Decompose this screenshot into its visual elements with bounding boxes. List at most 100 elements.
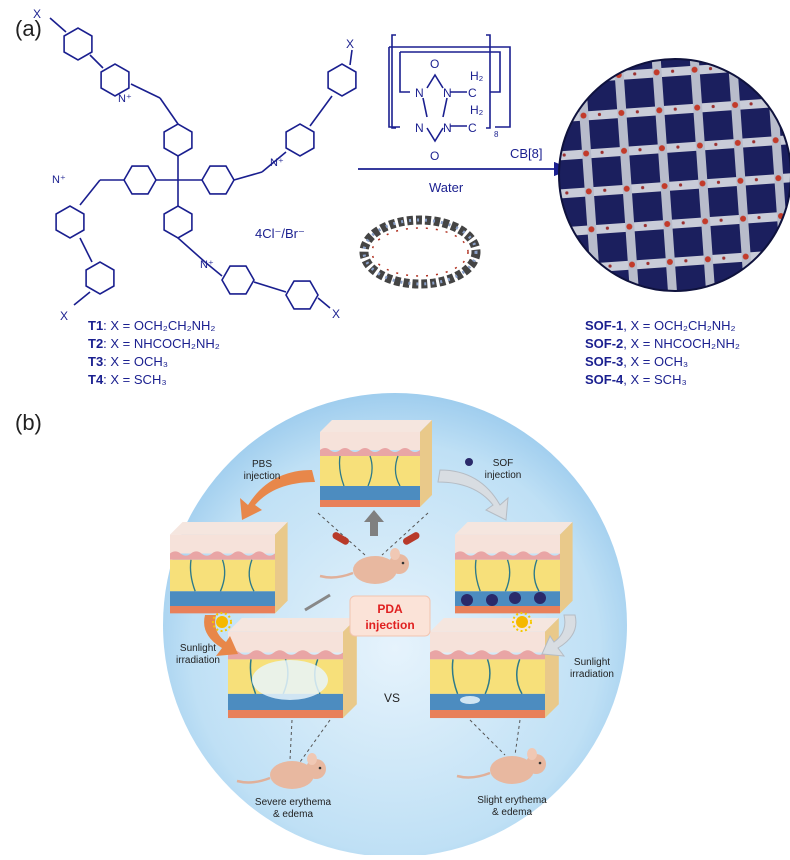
- sunlight-label-left: irradiation: [176, 655, 220, 666]
- reagent-label: CB[8]: [510, 146, 543, 161]
- bond: [253, 281, 287, 293]
- cb8-repeat-count: 8: [494, 130, 499, 139]
- bond: [89, 54, 104, 69]
- cb8-nitrogen: N: [443, 121, 452, 135]
- solvent-label: Water: [429, 180, 464, 195]
- cb8-methylene-h2: H₂: [470, 103, 484, 117]
- pbs-injection-label: injection: [244, 471, 281, 482]
- sun-icon: [512, 612, 532, 632]
- gray-arrow-sunlight: [541, 614, 577, 657]
- cb8-structure: O N N N N O C C H₂ H₂ 8: [388, 34, 511, 163]
- pyridinium-n-plus: N⁺: [270, 157, 284, 169]
- sunlight-label-right: irradiation: [570, 669, 614, 680]
- bond: [317, 297, 331, 309]
- sof-injection-label: injection: [485, 470, 522, 481]
- aromatic-ring: [221, 265, 255, 295]
- sun-icon: [212, 612, 232, 632]
- slight-erythema-label: Slight erythema: [477, 795, 547, 806]
- orange-arrow-sunlight: [204, 615, 238, 656]
- bond: [309, 95, 333, 127]
- cb8-carbon: C: [468, 121, 477, 135]
- aromatic-ring: [285, 280, 319, 310]
- pyridinium-n-plus: N⁺: [52, 174, 66, 186]
- aromatic-ring: [55, 205, 85, 239]
- bond: [159, 97, 179, 125]
- bond: [349, 49, 353, 66]
- bond: [49, 17, 67, 33]
- aromatic-ring: [285, 123, 315, 157]
- bond: [261, 151, 287, 173]
- aromatic-ring: [163, 205, 193, 239]
- monomer-t4: T4: X = SCH₃: [88, 372, 167, 387]
- x-substituent: X: [60, 309, 68, 323]
- pill-icon: [402, 532, 420, 545]
- skin-model-slight: [429, 617, 560, 719]
- aromatic-ring: [63, 27, 93, 61]
- cb8-oxygen-bottom: O: [430, 149, 439, 163]
- skin-model-pbs: [169, 521, 289, 615]
- sof-particle-icon: [465, 458, 473, 466]
- pyridinium-n-plus: N⁺: [200, 259, 214, 271]
- gray-arrow-sof: [437, 469, 509, 521]
- monomer-t1: T1: X = OCH₂CH₂NH₂: [88, 318, 215, 333]
- cb8-nitrogen: N: [415, 121, 424, 135]
- product-sof-1: SOF-1, X = OCH₂CH₂NH₂: [585, 318, 736, 333]
- orange-arrow-pbs: [240, 470, 315, 520]
- sunlight-label-left: Sunlight: [180, 643, 216, 654]
- cb8-nitrogen: N: [443, 86, 452, 100]
- product-list: SOF-1, X = OCH₂CH₂NH₂ SOF-2, X = NHCOCH₂…: [585, 318, 740, 387]
- monomer-t3: T3: X = OCH₃: [88, 354, 168, 369]
- sunlight-label-right: Sunlight: [574, 657, 610, 668]
- monomer-list: T1: X = OCH₂CH₂NH₂ T2: X = NHCOCH₂NH₂ T3…: [88, 318, 220, 387]
- pda-label: injection: [365, 618, 414, 632]
- cb8-3d-model: [359, 215, 481, 289]
- bond: [177, 237, 206, 263]
- x-substituent: X: [346, 37, 354, 51]
- skin-model-pda-center: [319, 419, 433, 508]
- bond: [204, 261, 223, 277]
- syringe-icon: [304, 593, 331, 612]
- aromatic-ring: [100, 63, 130, 97]
- pda-label: PDA: [377, 602, 403, 616]
- cb8-methylene-h2: H₂: [470, 69, 484, 83]
- aromatic-ring: [327, 63, 357, 97]
- counterion-label: 4Cl⁻/Br⁻: [255, 226, 305, 241]
- sof-injection-label: SOF: [493, 458, 514, 469]
- severe-erythema-label: & edema: [273, 809, 313, 820]
- aromatic-ring: [123, 165, 157, 195]
- bond: [233, 171, 263, 181]
- product-sof-3: SOF-3, X = OCH₃: [585, 354, 688, 369]
- x-substituent: X: [33, 7, 41, 21]
- sof-framework-image: [558, 58, 790, 292]
- panel-a-label: (a): [15, 16, 42, 41]
- x-substituent: X: [332, 307, 340, 321]
- product-sof-2: SOF-2, X = NHCOCH₂NH₂: [585, 336, 740, 351]
- panel-b-label: (b): [15, 410, 42, 435]
- product-sof-4: SOF-4, X = SCH₃: [585, 372, 687, 387]
- pda-injection-box: [349, 595, 431, 637]
- bond: [79, 179, 101, 206]
- gray-up-arrow: [364, 510, 384, 536]
- zoom-dashed-lines: [317, 512, 429, 556]
- bond: [130, 83, 161, 99]
- zoom-dashed-lines: [289, 719, 521, 763]
- monomer-t2: T2: X = NHCOCH₂NH₂: [88, 336, 220, 351]
- edema-overlay: [252, 660, 480, 704]
- severe-erythema-label: Severe erythema: [255, 797, 332, 808]
- cb8-nitrogen: N: [415, 86, 424, 100]
- pyridinium-n-plus: N⁺: [118, 93, 132, 105]
- cb8-oxygen-top: O: [430, 57, 439, 71]
- pill-icon: [332, 532, 350, 545]
- slight-erythema-label: & edema: [492, 807, 532, 818]
- sof-particles-in-vessel: [461, 592, 546, 606]
- versus-label: VS: [384, 691, 400, 705]
- tetracationic-monomer-structure: N⁺ X N⁺ X N⁺ X N⁺ X: [33, 7, 357, 323]
- aromatic-ring: [163, 123, 193, 157]
- bond: [73, 291, 91, 306]
- cb8-carbon: C: [468, 86, 477, 100]
- aromatic-ring: [85, 261, 115, 295]
- pbs-injection-label: PBS: [252, 459, 272, 470]
- aromatic-ring: [201, 165, 235, 195]
